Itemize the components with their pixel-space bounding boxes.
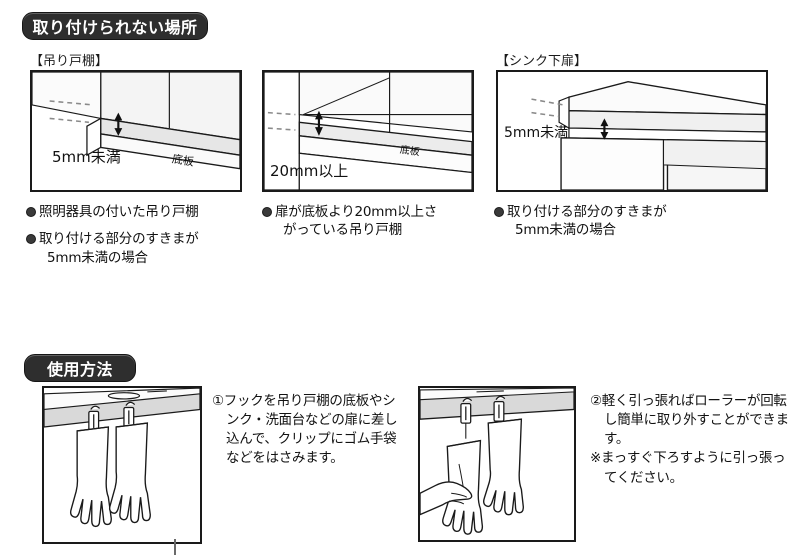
glove-illustration [69,426,112,528]
bullet-dot-icon [262,207,272,217]
bullet-dot-icon [26,234,36,245]
diagram-2-gap-label: 20mm以上 [270,162,349,180]
usage-step-2-text: ②軽く引っ張ればローラーが回転し簡単に取り外すことができます。 ※まっすぐ下ろす… [590,392,796,488]
diagram-hanging-cabinet-20mm [262,70,474,192]
section-header-restrictions: 取り付けられない場所 [22,12,208,40]
caption-text-wrapper: 取り付ける部分のすきまが 5mm未満の場合 [507,203,667,240]
diagram-1-drawing [32,72,240,170]
hook-clip-icon [493,395,506,422]
caption-item: 取り付ける部分のすきまが 5mm未満の場合 [26,230,254,267]
caption-item: 扉が底板より20mm以上さ がっている吊り戸棚 [262,203,490,240]
diagram-hanging-cabinet-5mm [30,70,242,192]
section-header-usage: 使用方法 [24,354,136,382]
caption-text: 取り付ける部分のすきまが [507,204,667,220]
hand-illustration [420,481,473,516]
usage-step-1-text: ①フックを吊り戸棚の底板やシンク・洗面台などの扉に差し込んで、クリップにゴム手袋… [212,392,408,469]
caption-list-diagram-3: 取り付ける部分のすきまが 5mm未満の場合 [494,203,774,249]
caption-list-diagram-2: 扉が底板より20mm以上さ がっている吊り戸棚 [262,203,490,249]
hook-clip-icon [460,397,473,439]
diagram-1-gap-label: 5mm未満 [52,148,121,166]
diagram-1-part-label: 底板 [171,152,195,169]
usage-figure-gloves-hanging [42,386,202,544]
bullet-dot-icon [494,207,504,217]
dashed-guides [531,98,564,118]
caption-text-line2: 5mm未満の場合 [47,249,148,266]
caption-text-wrapper: 扉が底板より20mm以上さ がっている吊り戸棚 [275,203,437,240]
hook-clip-icon [123,401,136,428]
page-bottom-tick-mark [174,539,176,555]
diagram-3-drawing [531,80,766,190]
caption-item: 取り付ける部分のすきまが 5mm未満の場合 [494,203,774,240]
caption-item: 照明器具の付いた吊り戸棚 [26,203,254,221]
diagram-2-part-label: 底板 [399,144,421,159]
gap-arrow-icon [315,110,323,136]
diagram-2-drawing [264,72,472,190]
diagram-3-gap-label: 5mm未満 [504,125,569,141]
glove-illustration [108,422,151,524]
caption-text-line2: 5mm未満の場合 [515,222,616,239]
caption-text-line2: がっている吊り戸棚 [283,222,403,239]
gap-arrow-icon [600,118,609,140]
caption-list-diagram-1: 照明器具の付いた吊り戸棚 取り付ける部分のすきまが 5mm未満の場合 [26,203,254,276]
caption-text: 扉が底板より20mm以上さ [275,204,438,220]
caption-text-wrapper: 取り付ける部分のすきまが 5mm未満の場合 [39,230,199,267]
group-label-hanging-cabinet: 【吊り戸棚】 [30,54,109,69]
usage-step-2-note: ※まっすぐ下ろすように引っ張ってください。 [590,450,786,486]
usage-figure-hand-pulling-glove [418,386,576,542]
glove-illustration [483,418,524,516]
bullet-dot-icon [26,207,36,217]
dashed-guides [267,111,296,131]
usage-step-1-body: ①フックを吊り戸棚の底板やシンク・洗面台などの扉に差し込んで、クリップにゴム手袋… [212,393,398,467]
group-label-under-sink-door: 【シンク下扉】 [496,54,588,69]
caption-text: 取り付ける部分のすきまが [39,231,199,248]
caption-text: 照明器具の付いた吊り戸棚 [39,204,199,220]
gap-arrow-icon [114,112,123,136]
usage-step-2-body: ②軽く引っ張ればローラーが回転し簡単に取り外すことができます。 [590,393,789,448]
diagram-under-sink-5mm [496,70,768,192]
dashed-guides [49,100,93,124]
usage-figure-2-drawing [420,388,574,535]
usage-figure-1-drawing [44,388,200,528]
